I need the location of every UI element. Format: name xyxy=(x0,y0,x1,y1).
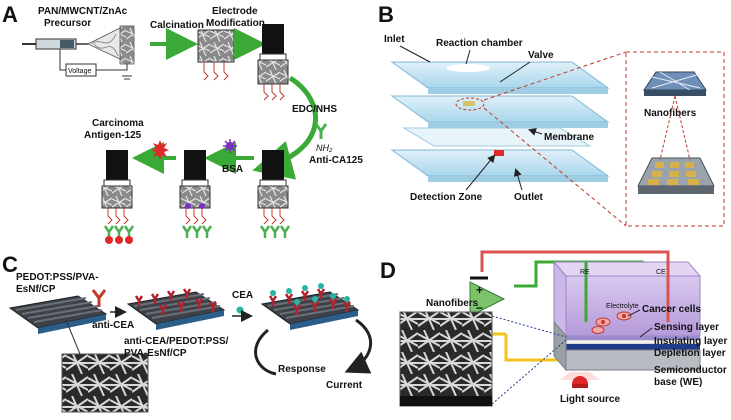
cea-icon xyxy=(236,306,244,314)
cea-label: CEA xyxy=(232,290,253,301)
insulating-layer-label: Insulating layer xyxy=(654,336,727,347)
bsa-icon xyxy=(223,139,237,153)
precursor-label-2: Precursor xyxy=(44,18,91,29)
light-source-icon xyxy=(560,372,600,388)
response-arc xyxy=(254,328,277,376)
antigen-icon xyxy=(151,140,169,160)
panel-b: B Inlet Reaction chamber Valve Membrane xyxy=(378,2,725,227)
membrane-label: Membrane xyxy=(544,132,594,143)
jet-cone xyxy=(87,27,123,61)
electrode-label-1: Electrode xyxy=(212,6,258,17)
depletion-layer xyxy=(566,344,700,350)
electrode-1 xyxy=(257,24,289,101)
chip-layer-middle xyxy=(390,95,610,128)
cancer-cells-label: Cancer cells xyxy=(642,304,701,315)
panel-letter-c: C xyxy=(2,252,18,277)
pedot-label-2: EsNf/CP xyxy=(16,284,56,295)
sensing-layer-label: Sensing layer xyxy=(654,322,719,333)
panel-letter-d: D xyxy=(380,258,396,283)
anti-ca125-label: Anti-CA125 xyxy=(309,155,363,166)
reaction-chamber-label: Reaction chamber xyxy=(436,38,523,49)
carcinoma-label-1: Carcinoma xyxy=(92,118,144,129)
anti-cea-icon xyxy=(91,289,107,307)
wire-yellow xyxy=(504,334,560,362)
chip-layer-bottom xyxy=(390,149,610,182)
electrode-slab-1 xyxy=(8,295,108,334)
ce-label: CE xyxy=(656,269,666,276)
sem-image-c xyxy=(61,353,149,413)
collector xyxy=(119,25,135,65)
electrode-2 xyxy=(101,150,135,244)
product-label-1: anti-CEA/PEDOT:PSS/ xyxy=(124,336,229,347)
carcinoma-label-2: Antigen-125 xyxy=(84,130,142,141)
product-label-2: PVA-EsNf/CP xyxy=(124,348,187,359)
nh2-label: NH₂ xyxy=(316,143,333,153)
amplifier-icon xyxy=(469,281,506,317)
detection-zone-mark xyxy=(494,150,504,156)
electrode-slab-2 xyxy=(126,288,226,330)
edc-label: EDC/NHS xyxy=(292,104,337,115)
electrode-3 xyxy=(179,150,213,238)
re-label: RE xyxy=(580,269,590,276)
semiconductor-label-2: base (WE) xyxy=(654,377,702,388)
detection-zone-label: Detection Zone xyxy=(410,192,483,203)
chip-layer-top xyxy=(390,61,610,94)
panel-letter-a: A xyxy=(2,2,18,27)
bsa-label: BSA xyxy=(222,164,243,175)
electrode-label-2: Modification xyxy=(206,18,265,29)
fiber-sample xyxy=(197,29,235,63)
nanofibers-label-b: Nanofibers xyxy=(644,108,697,119)
panel-letter-b: B xyxy=(378,2,394,27)
depletion-layer-label: Depletion layer xyxy=(654,348,726,359)
light-source-label: Light source xyxy=(560,394,620,405)
outlet-label: Outlet xyxy=(514,192,544,203)
calcination-label: Calcination xyxy=(150,20,204,31)
pedot-label-1: PEDOT:PSS/PVA- xyxy=(16,272,99,283)
antibody-icon xyxy=(314,123,328,139)
cancer-cell-icons xyxy=(591,311,632,334)
semiconductor-label-1: Semiconductor xyxy=(654,365,727,376)
valve-highlight xyxy=(455,97,485,111)
panel-d: D + − RE CE Electrolyte C xyxy=(380,250,727,407)
nanofiber-chip-bottom xyxy=(637,157,715,194)
panel-a: A PAN/MWCNT/ZnAc Precursor Voltage Calci… xyxy=(2,2,363,244)
electrode-4 xyxy=(257,150,291,238)
electrolyte-label: Electrolyte xyxy=(606,303,639,310)
nanofibers-label-d: Nanofibers xyxy=(426,298,479,309)
wire-red xyxy=(480,250,670,272)
inlet-label: Inlet xyxy=(384,34,405,45)
plus-sign: + xyxy=(476,283,483,297)
carboxyl-groups xyxy=(203,62,229,81)
minus-sign: − xyxy=(476,301,483,315)
voltage-label: Voltage xyxy=(68,68,91,75)
panel-c: C PEDOT:PSS/PVA- EsNf/CP anti-CEA xyxy=(2,252,373,413)
electrode-slab-3 xyxy=(260,283,360,330)
valve-label: Valve xyxy=(528,50,554,61)
nanofiber-chip-top xyxy=(643,71,707,96)
sem-image-d xyxy=(399,311,493,407)
response-label: Response xyxy=(278,364,326,375)
syringe-icon xyxy=(22,38,88,50)
sensing-layer xyxy=(566,336,700,340)
precursor-label-1: PAN/MWCNT/ZnAc xyxy=(38,6,128,17)
current-arc xyxy=(344,318,373,374)
anti-cea-label: anti-CEA xyxy=(92,320,134,331)
current-label: Current xyxy=(326,380,363,391)
